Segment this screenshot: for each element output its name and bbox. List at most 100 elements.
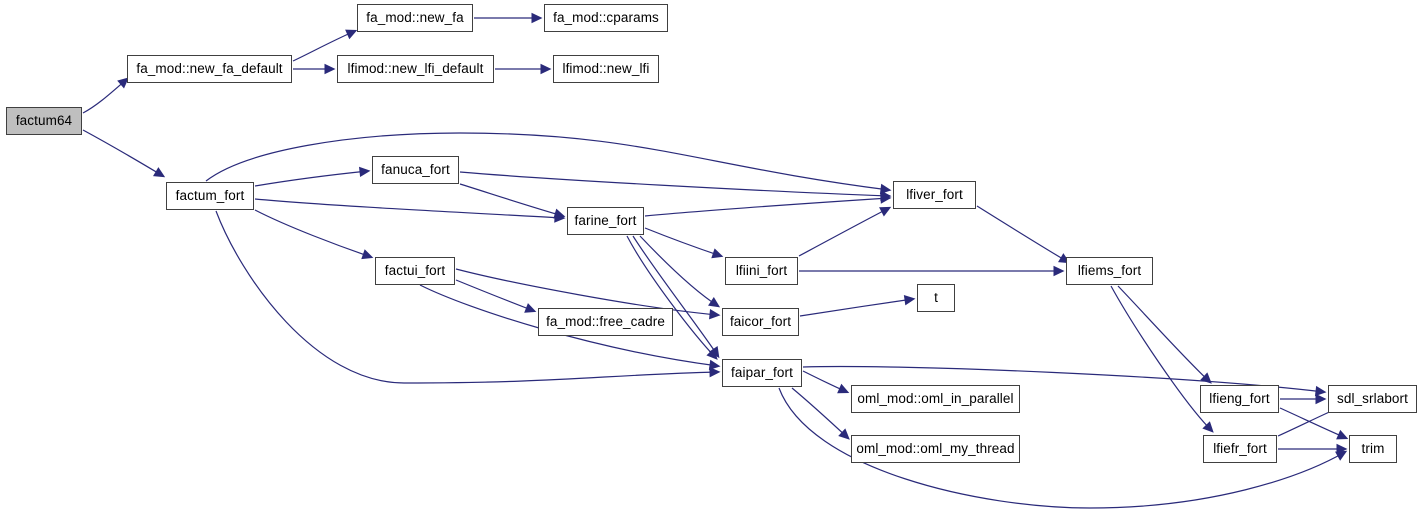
arrowhead-factum_fort-to-lfiver_fort <box>879 183 892 195</box>
edge-farine_fort-to-faicor_fort <box>639 235 719 307</box>
graph-node-label: t <box>934 290 938 306</box>
arrowhead-lfiefr_fort-to-trim <box>1336 443 1348 455</box>
graph-node-factum_fort[interactable]: factum_fort <box>166 182 254 210</box>
edge-lfiems_fort-to-lfiefr_fort <box>1110 285 1213 432</box>
edge-factui_fort-to-fa_mod_free_cadre <box>455 279 535 312</box>
arrowhead-lfiini_fort-to-lfiver_fort <box>879 206 892 217</box>
graph-node-lfiini_fort[interactable]: lfiini_fort <box>725 257 798 285</box>
arrowhead-factum64-to-factum_fort <box>153 167 166 178</box>
edge-fanuca_fort-to-farine_fort <box>459 183 564 217</box>
graph-node-label: factum64 <box>15 113 73 129</box>
arrowhead-faipar_fort-to-oml_my_thread <box>838 428 850 440</box>
arrowhead-lfimod_new_lfi_default-to-lfimod_new_lfi <box>540 63 552 75</box>
edge-faicor_fort-to-t <box>799 298 914 317</box>
edge-factum64-to-fa_mod_new_fa_default <box>82 78 128 114</box>
graph-node-label: sdl_srlabort <box>1337 391 1408 407</box>
arrowhead-lfieng_fort-to-trim <box>1336 429 1349 440</box>
arrowhead-farine_fort-to-faipar_fort <box>706 348 718 360</box>
graph-node-oml_in_parallel[interactable]: oml_mod::oml_in_parallel <box>851 385 1020 413</box>
edge-farine_fort-to-faipar_fort <box>632 235 719 357</box>
arrowhead-farine_fort-to-lfiver_fort <box>880 193 892 204</box>
graph-node-label: fanuca_fort <box>381 162 450 178</box>
graph-node-label: trim <box>1361 441 1385 457</box>
graph-node-fa_mod_cparams[interactable]: fa_mod::cparams <box>544 4 668 32</box>
edge-lfiver_fort-to-lfiems_fort <box>976 205 1069 263</box>
arrowhead-factum_fort-to-farine_fort <box>554 212 566 223</box>
graph-node-trim[interactable]: trim <box>1349 435 1397 463</box>
edge-fanuca_fort-to-lfiver_fort <box>459 171 890 197</box>
arrowhead-farine_fort-to-lfiini_fort <box>711 248 724 259</box>
arrowhead-fanuca_fort-to-farine_fort <box>553 208 566 219</box>
graph-node-lfimod_new_lfi[interactable]: lfimod::new_lfi <box>553 55 659 83</box>
edge-lfiini_fort-to-lfiver_fort <box>798 207 890 257</box>
graph-node-lfiems_fort[interactable]: lfiems_fort <box>1066 257 1153 285</box>
graph-node-farine_fort[interactable]: farine_fort <box>567 207 644 235</box>
arrowhead-faipar_fort-to-trim <box>1335 450 1348 461</box>
arrowhead-factum_fort-to-fanuca_fort <box>359 166 371 178</box>
arrowhead-factui_fort-to-faicor_fort <box>709 309 721 320</box>
edge-faipar_fort-to-oml_in_parallel <box>802 370 848 393</box>
arrowhead-fa_mod_new_fa_default-to-fa_mod_new_fa <box>345 29 358 40</box>
graph-node-label: fa_mod::new_fa <box>366 10 464 26</box>
graph-node-fa_mod_new_fa[interactable]: fa_mod::new_fa <box>357 4 473 32</box>
graph-node-label: lfiems_fort <box>1077 263 1142 279</box>
graph-node-label: factui_fort <box>384 263 446 279</box>
graph-node-fanuca_fort[interactable]: fanuca_fort <box>372 156 459 184</box>
arrowhead-factum_fort-to-faipar_fort <box>709 367 721 378</box>
arrowhead-lfiini_fort-to-lfiems_fort <box>1053 265 1065 277</box>
edge-farine_fort-to-faipar_fort <box>626 235 717 359</box>
graph-node-label: fa_mod::cparams <box>553 10 659 26</box>
graph-node-factui_fort[interactable]: factui_fort <box>375 257 455 285</box>
graph-node-label: oml_mod::oml_in_parallel <box>857 391 1014 407</box>
graph-node-label: farine_fort <box>574 213 637 229</box>
arrowhead-factui_fort-to-fa_mod_free_cadre <box>524 303 537 313</box>
edge-factum_fort-to-lfiver_fort <box>205 132 890 191</box>
arrowhead-factum_fort-to-factui_fort <box>361 249 374 260</box>
graph-node-lfiver_fort[interactable]: lfiver_fort <box>893 181 976 209</box>
graph-node-fa_mod_new_fa_default[interactable]: fa_mod::new_fa_default <box>127 55 292 83</box>
graph-node-label: lfiver_fort <box>906 187 963 203</box>
edge-lfiems_fort-to-lfieng_fort <box>1117 285 1211 383</box>
edge-farine_fort-to-lfiver_fort <box>644 197 890 217</box>
graph-node-faicor_fort[interactable]: faicor_fort <box>722 308 799 336</box>
graph-node-label: faicor_fort <box>729 314 792 330</box>
graph-node-label: lfieng_fort <box>1209 391 1270 407</box>
graph-node-lfiefr_fort[interactable]: lfiefr_fort <box>1203 435 1277 463</box>
arrowhead-faipar_fort-to-sdl_srlabort <box>1314 385 1327 397</box>
edge-factum_fort-to-factui_fort <box>254 209 372 258</box>
graph-node-t[interactable]: t <box>917 284 955 312</box>
arrowhead-factui_fort-to-faipar_fort <box>708 359 721 371</box>
graph-node-label: oml_mod::oml_my_thread <box>856 441 1015 457</box>
arrowhead-lfiems_fort-to-lfieng_fort <box>1200 372 1212 384</box>
graph-node-label: lfiefr_fort <box>1213 441 1267 457</box>
arrowhead-faicor_fort-to-t <box>903 295 916 306</box>
graph-node-faipar_fort[interactable]: faipar_fort <box>722 359 802 387</box>
edge-faipar_fort-to-oml_my_thread <box>791 387 849 439</box>
arrowhead-lfiems_fort-to-lfiefr_fort <box>1202 421 1214 433</box>
graph-node-factum64[interactable]: factum64 <box>6 107 82 135</box>
arrowhead-farine_fort-to-faipar_fort <box>708 346 720 359</box>
graph-node-lfimod_new_lfi_default[interactable]: lfimod::new_lfi_default <box>337 55 494 83</box>
graph-node-oml_my_thread[interactable]: oml_mod::oml_my_thread <box>851 435 1020 463</box>
arrowhead-lfieng_fort-to-sdl_srlabort <box>1315 393 1327 405</box>
graph-node-label: lfimod::new_lfi_default <box>347 61 484 77</box>
graph-node-label: factum_fort <box>175 188 245 204</box>
edge-factum64-to-factum_fort <box>82 129 164 177</box>
graph-node-lfieng_fort[interactable]: lfieng_fort <box>1200 385 1279 413</box>
arrowhead-fa_mod_new_fa_default-to-lfimod_new_lfi_default <box>324 63 336 75</box>
graph-node-label: fa_mod::free_cadre <box>546 314 665 330</box>
graph-node-label: lfimod::new_lfi <box>562 61 650 77</box>
arrowhead-fa_mod_new_fa-to-fa_mod_cparams <box>531 12 543 24</box>
graph-node-label: faipar_fort <box>731 365 793 381</box>
graph-node-sdl_srlabort[interactable]: sdl_srlabort <box>1328 385 1417 413</box>
edge-factum_fort-to-faipar_fort <box>215 210 719 384</box>
edge-factum_fort-to-fanuca_fort <box>254 170 369 187</box>
arrowhead-fanuca_fort-to-lfiver_fort <box>880 190 892 201</box>
edge-farine_fort-to-lfiini_fort <box>644 227 722 257</box>
arrowhead-faipar_fort-to-oml_in_parallel <box>837 383 850 394</box>
graph-node-label: lfiini_fort <box>735 263 788 279</box>
arrowhead-farine_fort-to-faicor_fort <box>708 296 721 308</box>
graph-node-fa_mod_free_cadre[interactable]: fa_mod::free_cadre <box>538 308 673 336</box>
graph-node-label: fa_mod::new_fa_default <box>136 61 283 77</box>
